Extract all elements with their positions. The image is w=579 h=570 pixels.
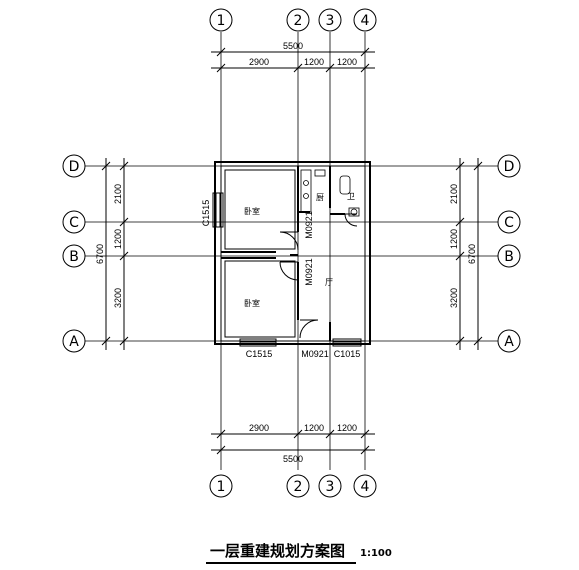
door-label-bottom: M0921 bbox=[301, 349, 329, 359]
svg-text:B: B bbox=[69, 249, 79, 265]
bottom-dimension-chain: 2900 1200 1200 5500 bbox=[211, 423, 375, 464]
top-dimension-segment: 1200 bbox=[337, 57, 357, 67]
axis-bubbles-top: 1 2 3 4 bbox=[209, 8, 377, 32]
room-bedroom-upper: 卧室 bbox=[244, 206, 260, 216]
axis-bubble-3: 3 bbox=[318, 8, 342, 32]
room-bedroom-lower: 卧室 bbox=[244, 298, 260, 308]
left-dimension-chain: 6700 2100 1200 3200 bbox=[95, 158, 129, 350]
svg-text:D: D bbox=[69, 159, 80, 175]
room-names: 卧室 卧室 厅 厨 卫 bbox=[244, 192, 355, 308]
bottom-dimension-segment: 1200 bbox=[337, 423, 357, 433]
right-total-dimension: 6700 bbox=[467, 244, 477, 264]
window-label-bottom: C1515 bbox=[246, 349, 273, 359]
right-dimension-segment: 3200 bbox=[449, 288, 459, 308]
axis-bubbles-left: D C B A bbox=[62, 154, 86, 353]
axis-bubble-A: A bbox=[497, 329, 521, 353]
windows bbox=[212, 192, 362, 347]
left-dimension-segment: 1200 bbox=[113, 229, 123, 249]
svg-text:1: 1 bbox=[217, 479, 226, 495]
room-toilet: 卫 bbox=[347, 192, 355, 201]
left-dimension-segment: 3200 bbox=[113, 288, 123, 308]
title-text: 一层重建规划方案图 bbox=[210, 542, 345, 560]
exterior-walls bbox=[214, 161, 371, 345]
right-dimension-chain: 2100 1200 3200 6700 bbox=[449, 158, 483, 350]
axis-bubble-C: C bbox=[62, 210, 86, 234]
right-dimension-segment: 1200 bbox=[449, 229, 459, 249]
plan-labels: C1515 C1515 M0921 C1015 M0921 M0921 bbox=[201, 200, 360, 359]
door-label-upper: M0921 bbox=[304, 211, 314, 239]
axis-bubble-2: 2 bbox=[286, 474, 310, 498]
bottom-total-dimension: 5500 bbox=[283, 454, 303, 464]
room-kitchen: 厨 bbox=[316, 193, 324, 202]
fixtures bbox=[300, 169, 360, 217]
room-hall: 厅 bbox=[325, 278, 333, 287]
axis-bubble-1: 1 bbox=[209, 8, 233, 32]
svg-text:C: C bbox=[69, 215, 79, 231]
axis-bubble-B: B bbox=[497, 244, 521, 268]
svg-text:A: A bbox=[504, 334, 514, 350]
svg-text:2: 2 bbox=[294, 13, 303, 29]
top-dimension-segment: 1200 bbox=[304, 57, 324, 67]
horizontal-axis-lines bbox=[80, 165, 500, 342]
svg-text:A: A bbox=[69, 334, 79, 350]
svg-text:4: 4 bbox=[361, 479, 370, 495]
axis-bubble-D: D bbox=[497, 154, 521, 178]
svg-text:3: 3 bbox=[326, 479, 335, 495]
drawing-title: 一层重建规划方案图 1:100 bbox=[206, 542, 392, 564]
bottom-dimension-segment: 1200 bbox=[304, 423, 324, 433]
svg-text:D: D bbox=[504, 159, 515, 175]
svg-text:3: 3 bbox=[326, 13, 335, 29]
axis-bubble-D: D bbox=[62, 154, 86, 178]
left-dimension-segment: 2100 bbox=[113, 184, 123, 204]
left-total-dimension: 6700 bbox=[95, 244, 105, 264]
axis-bubbles-right: D C B A bbox=[497, 154, 521, 353]
axis-bubble-2: 2 bbox=[286, 8, 310, 32]
door-label-middle: M0921 bbox=[304, 258, 314, 286]
axis-bubble-3: 3 bbox=[318, 474, 342, 498]
svg-text:4: 4 bbox=[361, 13, 370, 29]
top-dimension-chain: 5500 2900 1200 1200 bbox=[211, 41, 375, 73]
axis-bubbles-bottom: 1 2 3 4 bbox=[209, 474, 377, 498]
window-label-left: C1515 bbox=[201, 200, 211, 227]
svg-text:C: C bbox=[504, 215, 514, 231]
axis-bubble-C: C bbox=[497, 210, 521, 234]
svg-text:2: 2 bbox=[294, 479, 303, 495]
right-dimension-segment: 2100 bbox=[449, 184, 459, 204]
axis-bubble-4: 4 bbox=[353, 8, 377, 32]
axis-bubble-4: 4 bbox=[353, 474, 377, 498]
interior-walls bbox=[221, 166, 345, 341]
bottom-dimension-segment: 2900 bbox=[249, 423, 269, 433]
axis-bubble-B: B bbox=[62, 244, 86, 268]
top-total-dimension: 5500 bbox=[283, 41, 303, 51]
svg-text:1: 1 bbox=[217, 13, 226, 29]
title-scale: 1:100 bbox=[360, 548, 392, 559]
axis-bubble-A: A bbox=[62, 329, 86, 353]
svg-text:B: B bbox=[504, 249, 514, 265]
doors bbox=[279, 213, 358, 339]
axis-bubble-1: 1 bbox=[209, 474, 233, 498]
top-dimension-segment: 2900 bbox=[249, 57, 269, 67]
window-label-bottom-right: C1015 bbox=[334, 349, 361, 359]
